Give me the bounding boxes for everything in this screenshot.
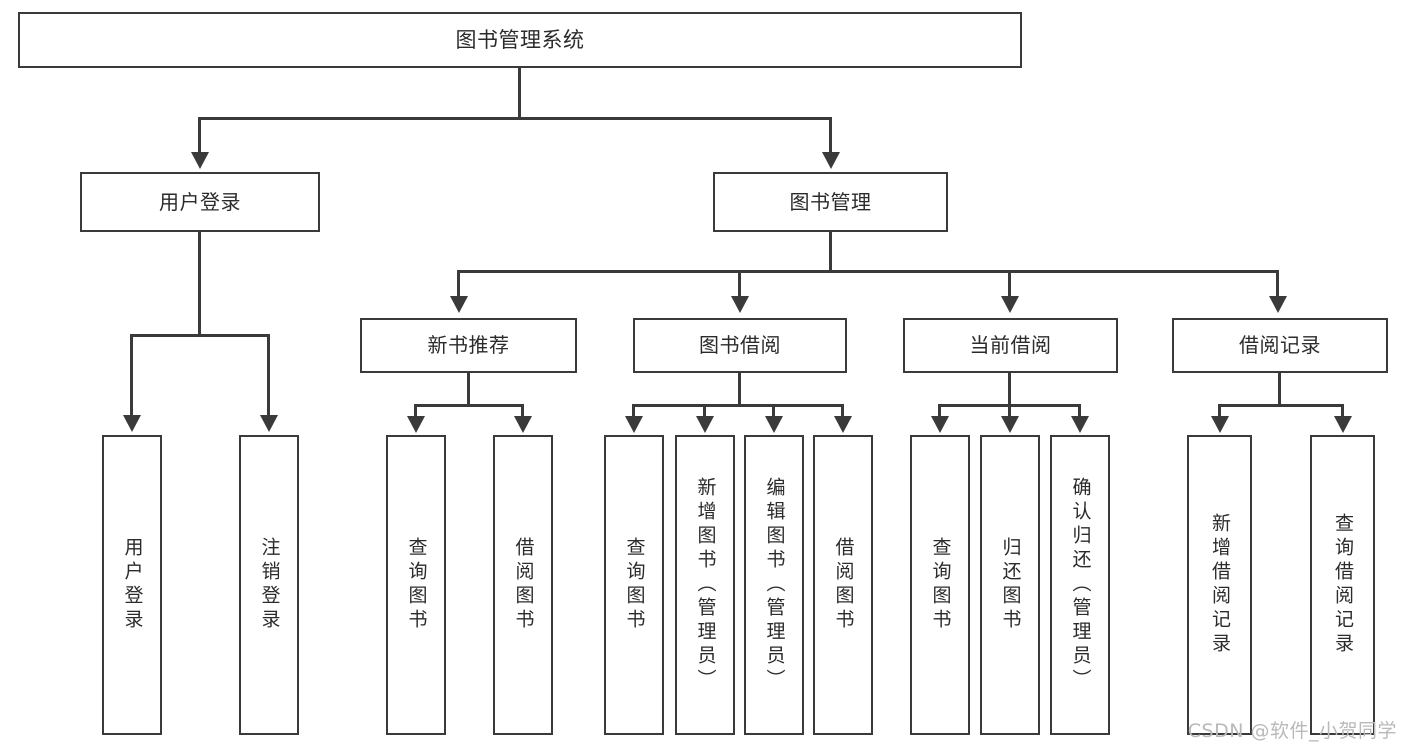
- arrowhead-leaf-query-book-1: [407, 416, 425, 433]
- connector-cb-drop-3: [1078, 404, 1081, 418]
- leaf-borrow-book-1[interactable]: 借阅图书: [493, 435, 553, 735]
- arrowhead-leaf-confirm-return: [1071, 416, 1089, 433]
- node-label: 图书借阅: [699, 333, 781, 357]
- node-new-book-recommend[interactable]: 新书推荐: [360, 318, 577, 373]
- connector-level3-bar: [457, 270, 1279, 273]
- leaf-query-book-2[interactable]: 查询图书: [604, 435, 664, 735]
- leaf-confirm-return[interactable]: 确认归还（管理员）: [1050, 435, 1110, 735]
- connector-to-book-borrow: [738, 270, 741, 298]
- arrowhead-leaf-edit-book: [765, 416, 783, 433]
- node-borrow-record[interactable]: 借阅记录: [1172, 318, 1388, 373]
- arrowhead-book-manage: [822, 152, 840, 169]
- connector-book-borrow-stem: [738, 373, 741, 406]
- node-label: 用户登录: [121, 537, 144, 633]
- connector-br-drop-2: [1341, 404, 1344, 418]
- leaf-add-book[interactable]: 新增图书（管理员）: [675, 435, 735, 735]
- connector-to-borrow-record: [1276, 270, 1279, 298]
- node-root-system[interactable]: 图书管理系统: [18, 12, 1022, 68]
- node-label: 新书推荐: [427, 333, 510, 357]
- leaf-query-record[interactable]: 查询借阅记录: [1310, 435, 1375, 735]
- arrowhead-leaf-borrow-book-2: [834, 416, 852, 433]
- arrowhead-leaf-add-record: [1211, 416, 1229, 433]
- connector-to-new-book-recommend: [457, 270, 460, 298]
- connector-to-current-borrow: [1008, 270, 1011, 298]
- connector-cb-drop-2: [1008, 404, 1011, 418]
- arrowhead-leaf-user-login: [123, 415, 141, 432]
- arrowhead-leaf-query-book-2: [625, 416, 643, 433]
- connector-book-manage-stem: [829, 232, 832, 272]
- connector-bb-drop-2: [703, 404, 706, 418]
- connector-root-bar: [198, 117, 832, 120]
- connector-borrow-record-stem: [1278, 373, 1281, 406]
- node-label: 图书管理: [789, 189, 872, 214]
- arrowhead-leaf-return-book: [1001, 416, 1019, 433]
- node-label: 查询图书: [405, 537, 428, 633]
- node-label: 查询借阅记录: [1332, 513, 1354, 657]
- node-current-borrow[interactable]: 当前借阅: [903, 318, 1118, 373]
- arrowhead-leaf-logout: [260, 415, 278, 432]
- connector-bb-drop-3: [772, 404, 775, 418]
- node-label: 注销登录: [258, 537, 281, 633]
- connector-user-login-bar: [130, 334, 270, 337]
- connector-user-login-drop-2: [267, 334, 270, 417]
- node-label: 借阅记录: [1239, 333, 1321, 357]
- connector-book-borrow-bar: [632, 404, 844, 407]
- leaf-query-book-3[interactable]: 查询图书: [910, 435, 970, 735]
- node-label: 确认归还（管理员）: [1069, 477, 1092, 693]
- arrowhead-book-borrow: [731, 296, 749, 313]
- arrowhead-borrow-record: [1269, 296, 1287, 313]
- arrowhead-user-login: [191, 152, 209, 169]
- leaf-user-login[interactable]: 用户登录: [102, 435, 162, 735]
- node-book-borrow[interactable]: 图书借阅: [633, 318, 847, 373]
- node-label: 编辑图书（管理员）: [763, 477, 786, 693]
- arrowhead-new-book-recommend: [450, 296, 468, 313]
- connector-current-borrow-stem: [1008, 373, 1011, 406]
- arrowhead-leaf-query-record: [1334, 416, 1352, 433]
- connector-nbr-drop-1: [414, 404, 417, 418]
- connector-user-login-drop-1: [130, 334, 133, 417]
- connector-root-to-book-manage: [829, 117, 832, 154]
- node-label: 借阅图书: [832, 537, 855, 633]
- node-label: 查询图书: [929, 537, 952, 633]
- node-label: 图书管理系统: [455, 27, 585, 52]
- node-label: 用户登录: [159, 189, 241, 214]
- node-book-manage[interactable]: 图书管理: [713, 172, 948, 232]
- node-label: 借阅图书: [512, 537, 535, 633]
- node-label: 归还图书: [999, 537, 1022, 633]
- connector-br-drop-1: [1218, 404, 1221, 418]
- leaf-borrow-book-2[interactable]: 借阅图书: [813, 435, 873, 735]
- arrowhead-leaf-borrow-book-1: [514, 416, 532, 433]
- connector-nbr-drop-2: [521, 404, 524, 418]
- connector-new-book-recommend-stem: [467, 373, 470, 406]
- node-label: 查询图书: [623, 537, 646, 633]
- leaf-return-book[interactable]: 归还图书: [980, 435, 1040, 735]
- leaf-add-record[interactable]: 新增借阅记录: [1187, 435, 1252, 735]
- arrowhead-leaf-add-book: [696, 416, 714, 433]
- connector-root-stem: [518, 68, 521, 118]
- leaf-edit-book[interactable]: 编辑图书（管理员）: [744, 435, 804, 735]
- connector-new-book-recommend-bar: [414, 404, 524, 407]
- node-label: 新增借阅记录: [1209, 513, 1231, 657]
- connector-root-to-user-login: [198, 117, 201, 154]
- node-label: 新增图书（管理员）: [694, 477, 717, 693]
- connector-bb-drop-4: [841, 404, 844, 418]
- connector-bb-drop-1: [632, 404, 635, 418]
- arrowhead-current-borrow: [1001, 296, 1019, 313]
- leaf-logout[interactable]: 注销登录: [239, 435, 299, 735]
- node-user-login[interactable]: 用户登录: [80, 172, 320, 232]
- connector-cb-drop-1: [938, 404, 941, 418]
- node-label: 当前借阅: [969, 333, 1052, 357]
- connector-user-login-stem: [198, 232, 201, 335]
- connector-borrow-record-bar: [1218, 404, 1344, 407]
- arrowhead-leaf-query-book-3: [931, 416, 949, 433]
- leaf-query-book-1[interactable]: 查询图书: [386, 435, 446, 735]
